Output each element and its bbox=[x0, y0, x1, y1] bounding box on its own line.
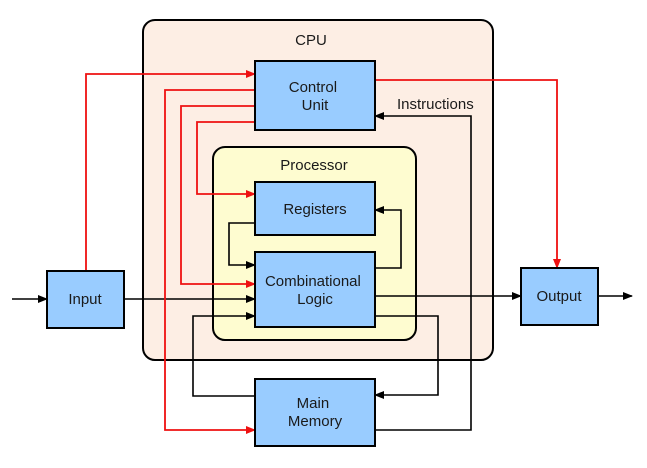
line-logic-to-memory bbox=[374, 315, 439, 399]
combinational-logic-label-line1: Combinational bbox=[265, 273, 361, 290]
output-block[interactable]: Output bbox=[520, 267, 599, 326]
cpu-label: CPU bbox=[295, 32, 327, 49]
instructions-label: Instructions bbox=[397, 96, 474, 113]
control-unit-label-line1: Control bbox=[289, 79, 337, 96]
line-control-registers bbox=[196, 118, 264, 198]
svg-text:Main Memory: Main Memory bbox=[288, 395, 343, 430]
combinational-logic-block[interactable]: Combinational Logic bbox=[254, 251, 376, 328]
input-label: Input bbox=[68, 291, 102, 308]
control-unit-block[interactable]: Control Unit bbox=[254, 60, 376, 131]
line-control-logic bbox=[180, 102, 264, 288]
control-unit-label-line2: Unit bbox=[302, 97, 330, 114]
output-label: Output bbox=[536, 288, 582, 305]
line-control-output bbox=[366, 76, 561, 269]
line-memory-to-logic bbox=[192, 312, 256, 397]
line-control-memory bbox=[164, 86, 264, 434]
input-block[interactable]: Input bbox=[46, 270, 125, 329]
main-memory-label-line2: Memory bbox=[288, 413, 343, 430]
combinational-logic-label-line2: Logic bbox=[297, 291, 333, 308]
main-memory-label-line1: Main bbox=[297, 395, 330, 412]
control-lines bbox=[82, 70, 561, 434]
main-memory-block[interactable]: Main Memory bbox=[254, 378, 376, 447]
line-control-input bbox=[82, 70, 256, 279]
svg-text:Control Unit: Control Unit bbox=[289, 79, 342, 114]
registers-block[interactable]: Registers bbox=[254, 181, 376, 236]
registers-label: Registers bbox=[283, 201, 346, 218]
svg-text:Combinational Logic: Combinational Logic bbox=[265, 273, 365, 308]
processor-label: Processor bbox=[280, 157, 348, 174]
